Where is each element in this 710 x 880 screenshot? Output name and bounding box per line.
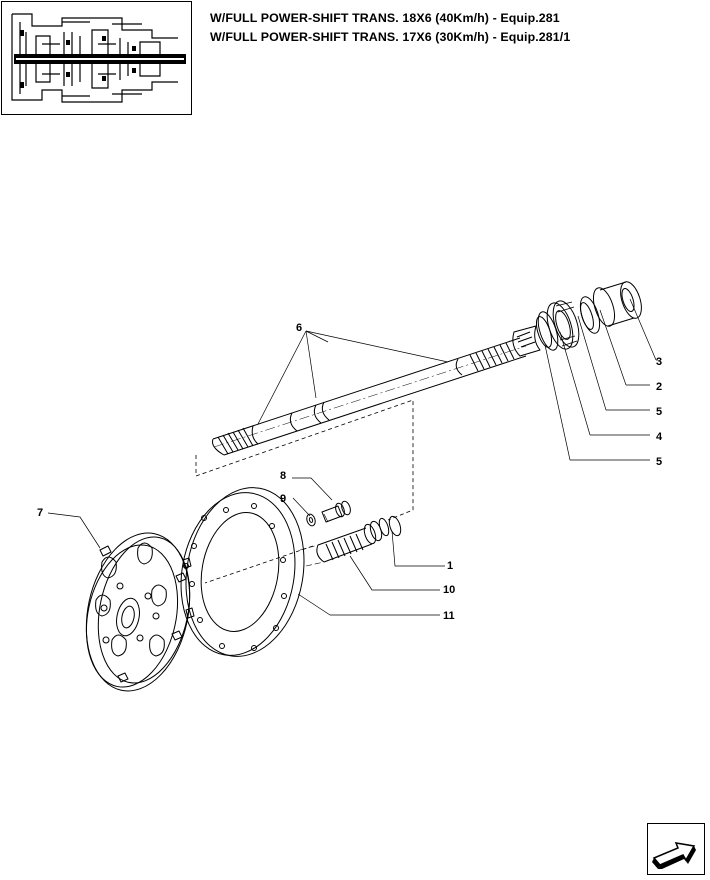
clutch-plate-part-7 xyxy=(85,532,195,692)
bolt-part-8 xyxy=(321,500,351,523)
shaft-part-6 xyxy=(212,325,541,456)
assembly-guide-lines xyxy=(195,399,414,584)
splined-shaft-part-10 xyxy=(299,517,390,567)
callout-4: 4 xyxy=(656,431,663,443)
callout-5-lower: 5 xyxy=(656,456,662,468)
diagram-title-line-1: W/FULL POWER-SHIFT TRANS. 18X6 (40Km/h) … xyxy=(210,11,560,25)
callout-1: 1 xyxy=(447,560,453,572)
callout-11: 11 xyxy=(443,610,455,622)
flange-plate-part-11 xyxy=(180,487,305,657)
callout-8: 8 xyxy=(280,470,286,482)
o-ring-part-1 xyxy=(388,515,402,537)
transmission-section-icon xyxy=(11,13,186,103)
callout-2: 2 xyxy=(656,381,662,393)
diagram-title-line-2: W/FULL POWER-SHIFT TRANS. 17X6 (30Km/h) … xyxy=(210,30,571,44)
callout-10: 10 xyxy=(443,584,455,596)
callout-5-upper: 5 xyxy=(656,406,662,418)
bearing-assembly xyxy=(535,281,642,351)
callout-3: 3 xyxy=(656,356,662,368)
callout-7: 7 xyxy=(37,507,43,519)
next-page-arrow-icon xyxy=(652,842,696,869)
locator-thumbnail xyxy=(1,1,192,115)
washer-part-9 xyxy=(306,513,316,527)
callout-6: 6 xyxy=(296,322,302,334)
callout-leaders xyxy=(47,298,658,616)
next-page-button[interactable] xyxy=(647,823,705,875)
callout-9: 9 xyxy=(280,493,286,505)
